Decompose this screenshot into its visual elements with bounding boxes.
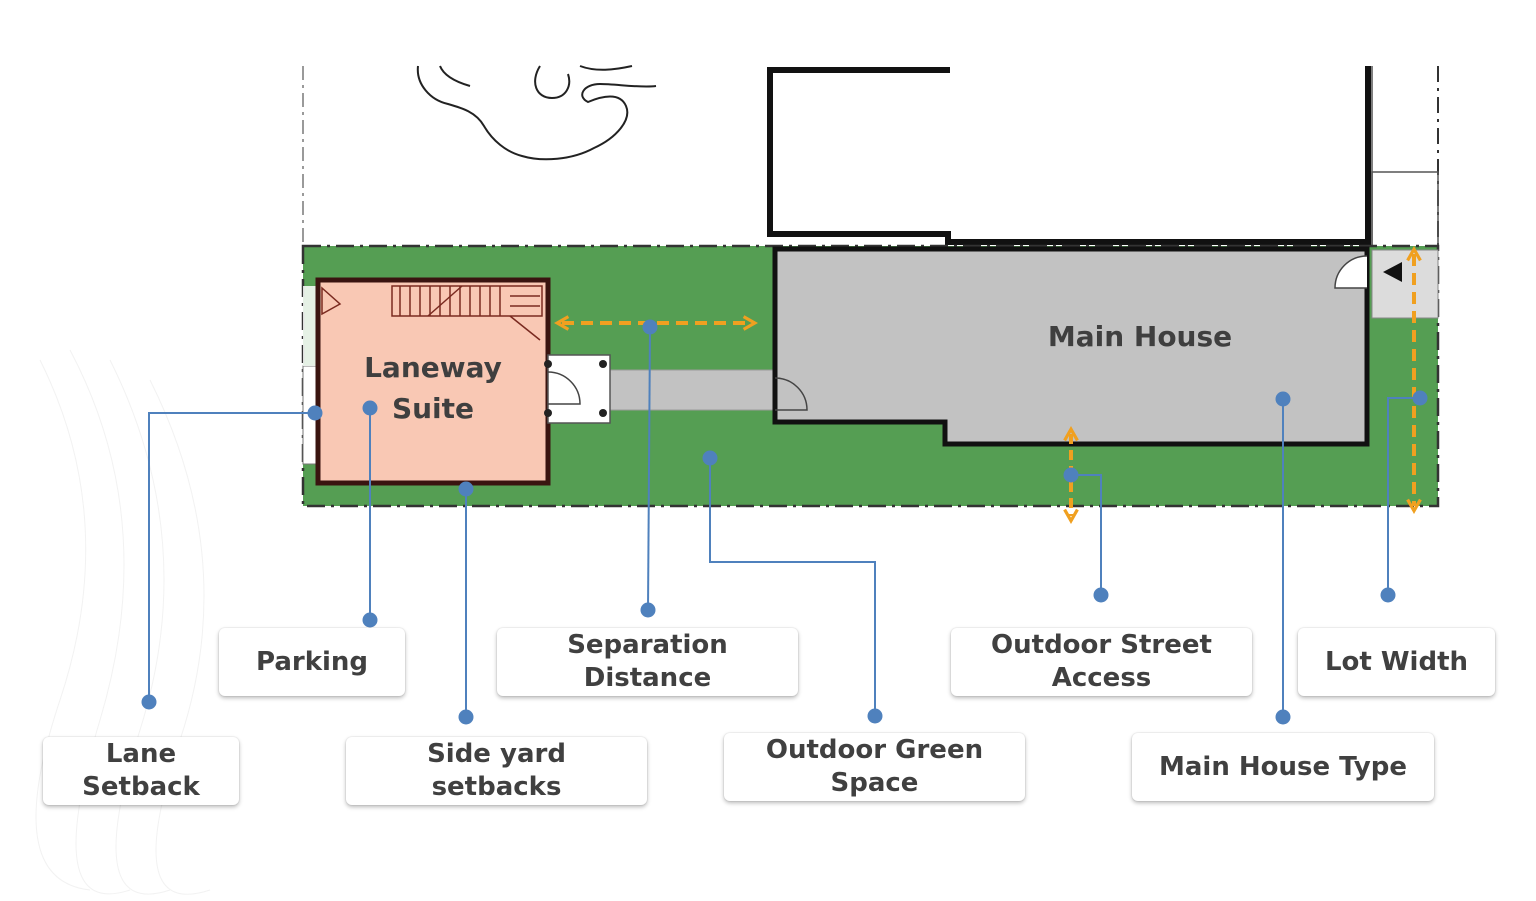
- main-house-footprint: [772, 246, 1370, 447]
- leader-dot: [1275, 391, 1291, 407]
- laneway-suite-footprint: [315, 277, 551, 486]
- leader-dot: [1412, 390, 1428, 406]
- leader-dot: [702, 450, 718, 466]
- suite-door-swing: [547, 371, 581, 405]
- parking-strip-top: [303, 286, 318, 366]
- laneway-suite-label: Laneway: [364, 351, 502, 384]
- leader-dot: [1380, 587, 1396, 603]
- callout-parking: Parking: [219, 628, 405, 696]
- leader-dot: [640, 602, 656, 618]
- entry-triangle-icon: [1383, 262, 1402, 282]
- leader-dot: [458, 481, 474, 497]
- neighbour-box: [1371, 171, 1439, 251]
- leader-green-space: [709, 458, 876, 716]
- background-texture: [35, 349, 211, 895]
- walkway: [605, 369, 777, 411]
- leader-dots: [141, 319, 1428, 725]
- leader-dot: [1275, 709, 1291, 725]
- main-house-upper-outline: [767, 66, 1371, 245]
- leader-dot: [362, 612, 378, 628]
- side-entry-landing: [1371, 249, 1439, 319]
- leader-dot: [307, 405, 323, 421]
- laneway-suite-label: Suite: [392, 392, 474, 425]
- leader-dot: [362, 400, 378, 416]
- porch-post: [544, 360, 552, 368]
- leader-dot: [1093, 587, 1109, 603]
- callout-lane-setback: Lane Setback: [43, 737, 239, 805]
- leader-dot: [458, 709, 474, 725]
- leader-dot: [642, 319, 658, 335]
- porch-post: [599, 409, 607, 417]
- callout-lot-width: Lot Width: [1298, 628, 1495, 696]
- leader-lines: [148, 326, 1420, 717]
- leader-dot: [141, 694, 157, 710]
- leader-street-access: [1071, 474, 1102, 595]
- porch-post: [544, 409, 552, 417]
- main-house-label: Main House: [1048, 320, 1232, 353]
- tree-outline: [416, 65, 657, 161]
- main-house-door-swing: [774, 377, 808, 411]
- porch-post: [599, 360, 607, 368]
- leader-dot: [1063, 467, 1079, 483]
- leader-lot-width: [1387, 397, 1420, 595]
- leader-separation: [647, 326, 651, 611]
- callout-outdoor-green-space: Outdoor Green Space: [724, 733, 1025, 801]
- leader-lane-setback: [148, 412, 315, 702]
- yard-boundary: [301, 244, 1440, 508]
- callout-main-house-type: Main House Type: [1132, 733, 1434, 801]
- laneway-suite-stairs: [321, 285, 543, 341]
- main-house-rear-door-swing: [1334, 255, 1368, 289]
- callout-separation-distance: Separation Distance: [497, 628, 798, 696]
- callout-outdoor-street-access: Outdoor Street Access: [951, 628, 1252, 696]
- callout-side-yard-setbacks: Side yard setbacks: [346, 737, 647, 805]
- leader-dot: [867, 708, 883, 724]
